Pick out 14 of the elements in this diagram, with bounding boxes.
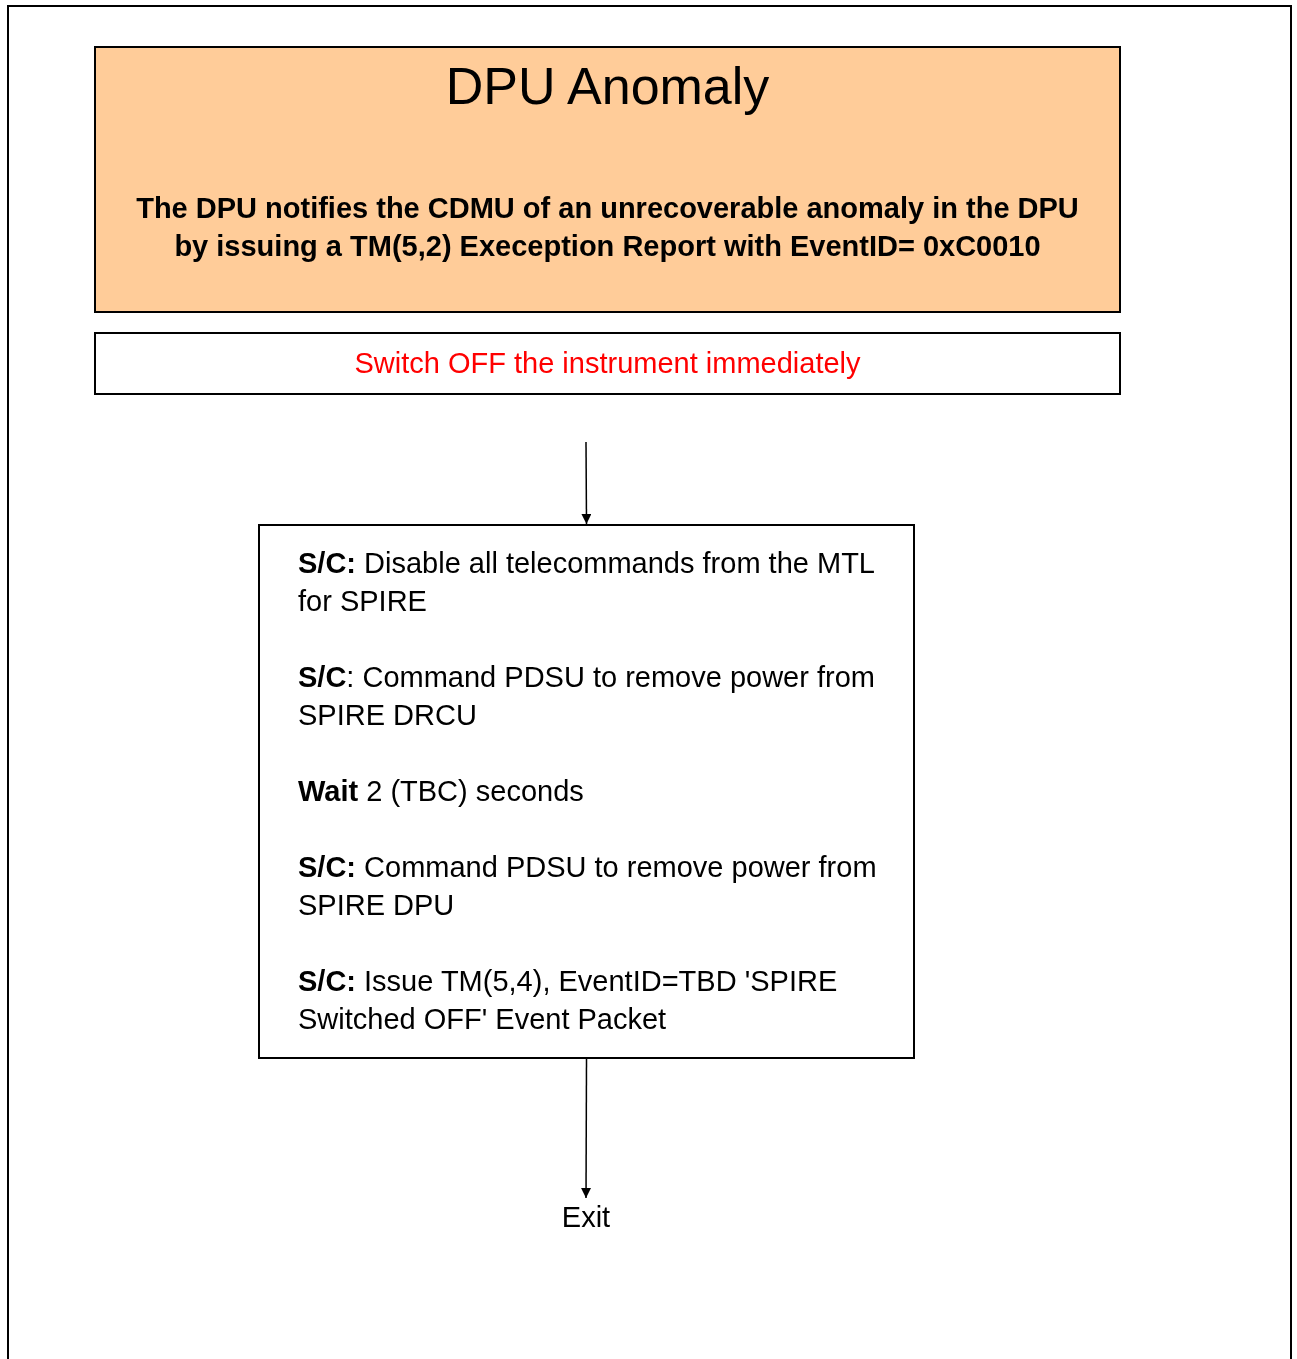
step-text: S/C: Command PDSU to remove power from SPIRE DRCU: [298, 660, 876, 733]
step-text: S/C: Disable all telecommands from the MTL for SPIRE: [298, 546, 875, 619]
action-box: [94, 332, 1121, 395]
description-text: The DPU notifies the CDMU of an unrecoverable anomaly in the DPU by issuing a TM(5,2) Exeception Report with EventID= 0xC0010: [135, 191, 1080, 264]
arrow: [581, 1058, 592, 1199]
header-box: [94, 46, 1121, 313]
process-box: [258, 524, 915, 1059]
arrow: [581, 441, 592, 525]
step-text: Wait 2 (TBC) seconds: [298, 774, 585, 809]
instruction-text: Switch OFF the instrument immediately: [354, 345, 861, 381]
step-text: S/C: Issue TM(5,4), EventID=TBD 'SPIRE Switched OFF' Event Packet: [298, 964, 839, 1037]
title: DPU Anomaly: [445, 56, 770, 117]
step-text: S/C: Command PDSU to remove power from SPIRE DPU: [298, 850, 878, 923]
exit-label: Exit: [561, 1200, 611, 1236]
